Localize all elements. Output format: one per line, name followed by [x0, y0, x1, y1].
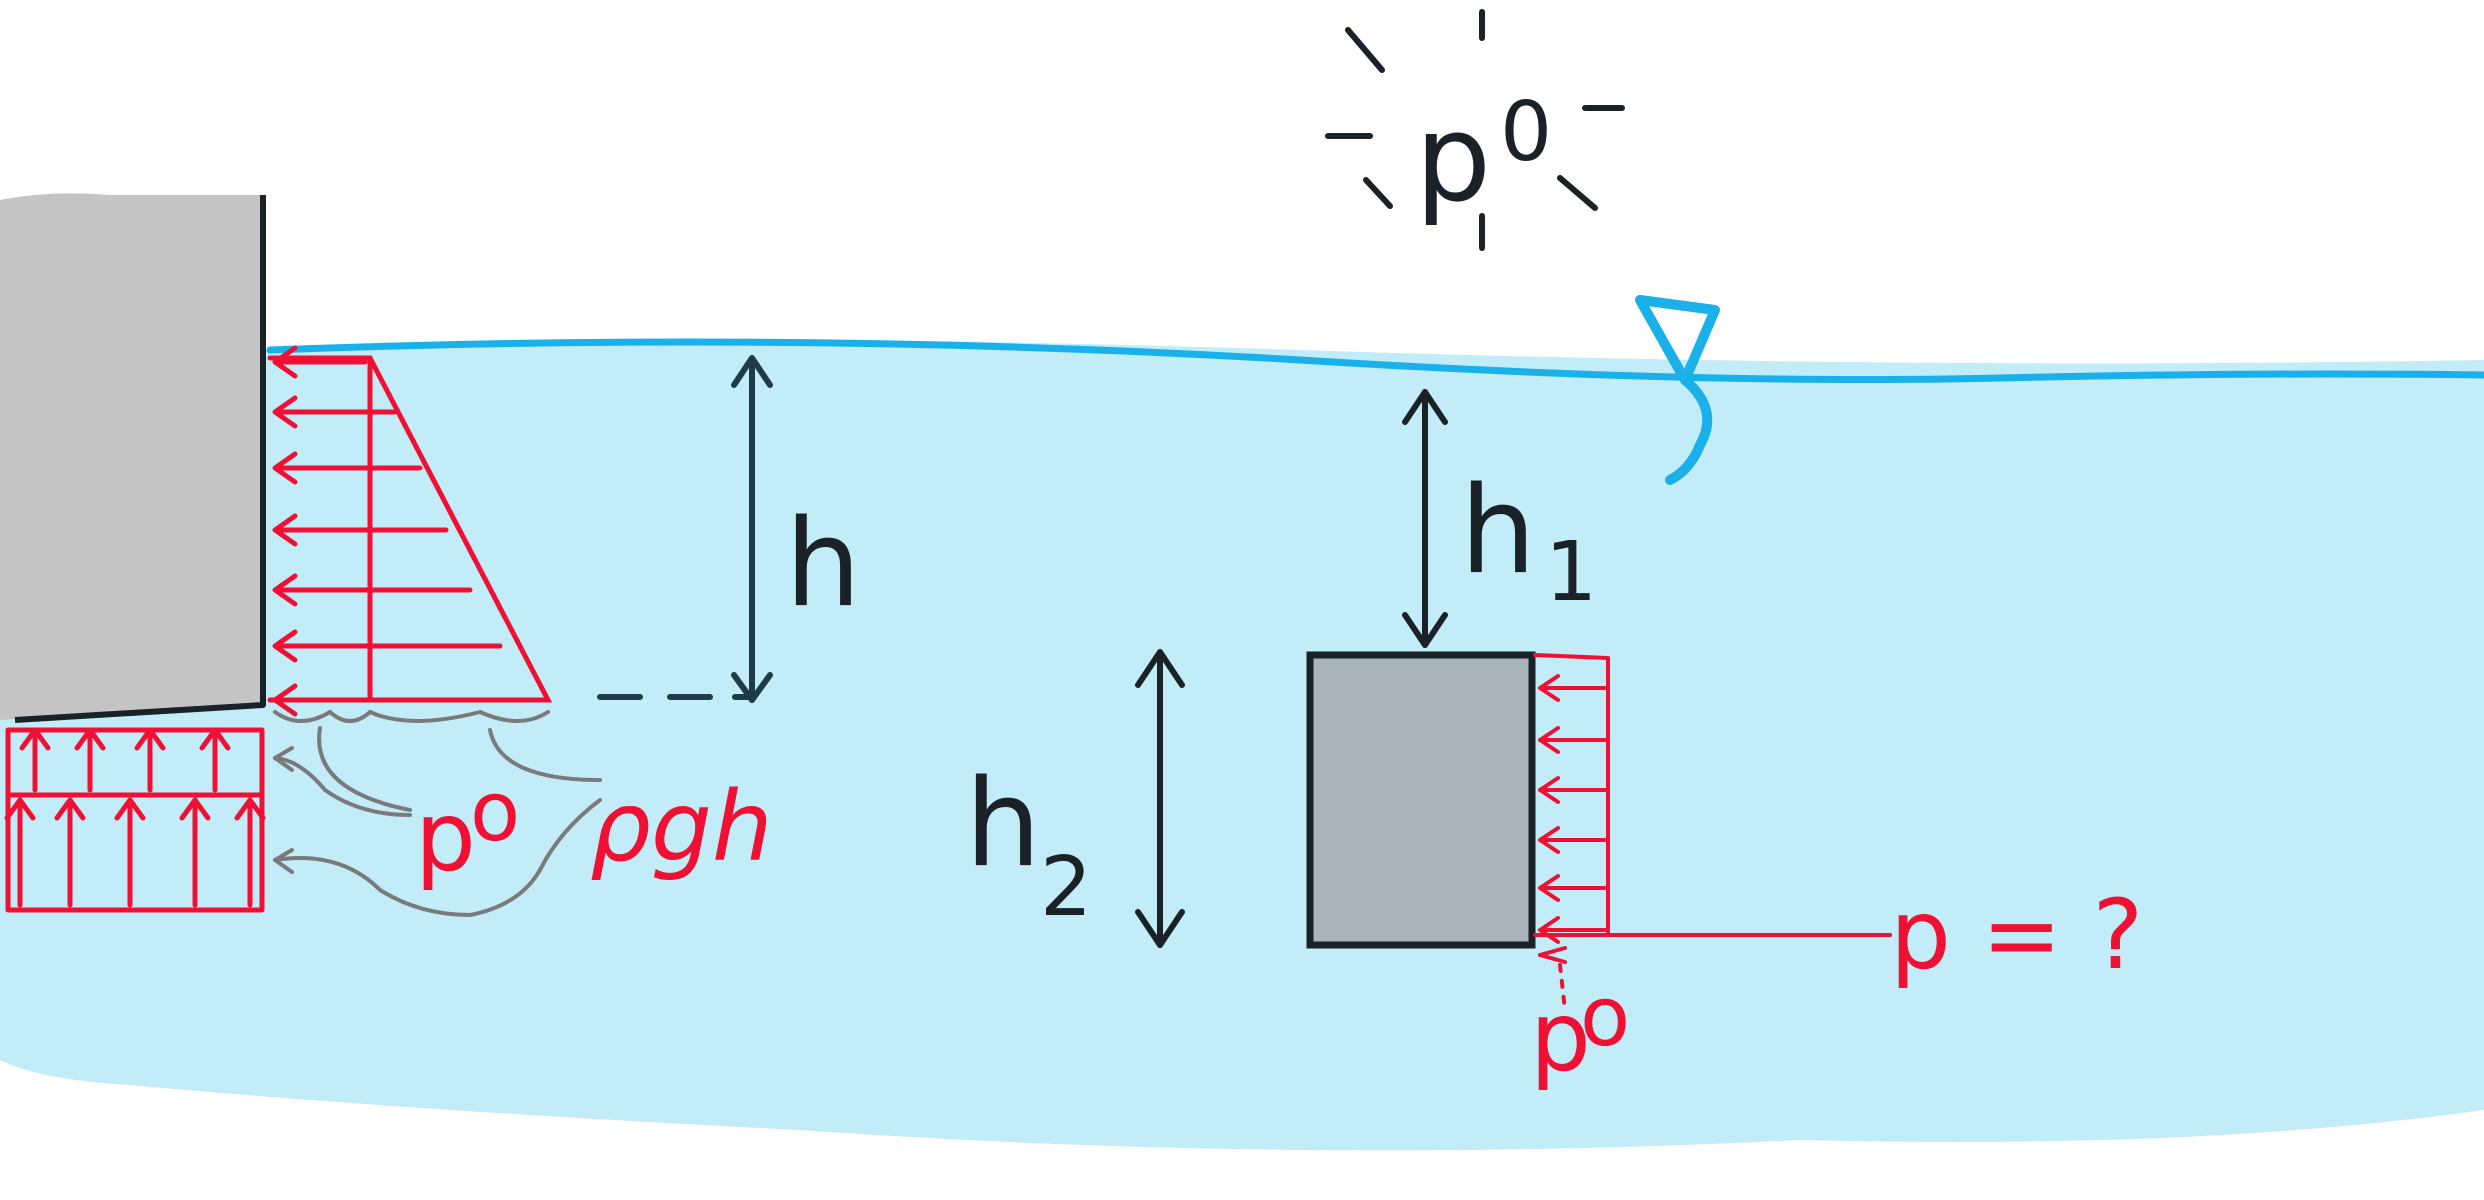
- water-surface-line: [266, 338, 2484, 384]
- wall-pressure-arrows: [272, 345, 548, 717]
- wall-rho-g-h-label: ρgh: [590, 771, 773, 883]
- depth-h1-label: h: [1460, 462, 1536, 601]
- depth-h1-dimension: [1402, 389, 1448, 648]
- wall-outline: [14, 195, 266, 723]
- leader-arrowheads: [273, 746, 294, 874]
- sun-icon: [1325, 9, 1625, 251]
- surface-pressure-label: p: [1415, 90, 1491, 229]
- wall-p0-subscript: o: [470, 765, 520, 860]
- block-pressure-distribution: [1533, 653, 1892, 1012]
- wall-body: [0, 193, 262, 721]
- depth-h-dimension: [597, 355, 773, 703]
- block-p-question-label: p = ?: [1890, 879, 2143, 991]
- block-p0-subscript: o: [1580, 970, 1630, 1065]
- wall-p0-label: p: [415, 781, 476, 893]
- depth-h-label: h: [785, 495, 861, 634]
- submerged-block: [1306, 651, 1536, 949]
- height-h2-label: h: [965, 755, 1041, 894]
- depth-h1-subscript: 1: [1545, 525, 1597, 620]
- surface-pressure-subscript: 0: [1500, 85, 1552, 180]
- block-p0-label: p: [1530, 981, 1591, 1093]
- leader-lines: [273, 709, 602, 918]
- water-body: [0, 340, 2484, 1151]
- wall-base-pressure-distribution: [4, 727, 266, 913]
- height-h2-subscript: 2: [1040, 840, 1092, 935]
- water-level-symbol-icon: [1635, 295, 1720, 485]
- height-h2-dimension: [1135, 649, 1185, 948]
